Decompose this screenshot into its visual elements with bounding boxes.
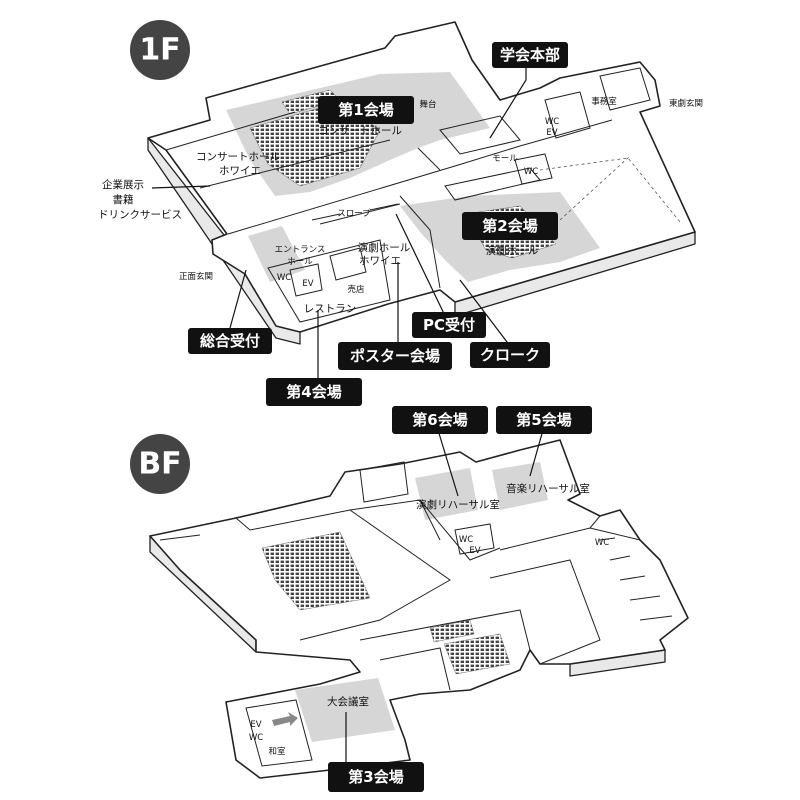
direction-arrow-icon xyxy=(272,712,298,726)
label-theater-rehearsal: 演劇リハーサル室 xyxy=(416,498,500,511)
label-wc-bf-west: WC xyxy=(249,733,263,743)
label-main-entrance: 正面玄関 xyxy=(179,271,213,282)
label-ev-1f-entrance: EV xyxy=(302,279,313,289)
floor-badge-bf: BF xyxy=(130,434,190,494)
label-theater-foyer-2: ホワイエ xyxy=(359,255,401,267)
tag-reception-label: 総合受付 xyxy=(200,332,260,350)
tag-venue-4-label: 第4会場 xyxy=(286,383,341,401)
tag-venue-1: 第1会場 xyxy=(318,96,414,124)
label-entrance-hall-2: ホール xyxy=(287,257,313,267)
label-concert-foyer-1: コンサートホール xyxy=(196,151,280,163)
label-ev-1f-office: EV xyxy=(546,128,557,138)
label-wc-1f-mall: WC xyxy=(524,167,538,177)
floor-bf-labels: 音楽リハーサル室 演劇リハーサル室 WC EV WC 大会議室 EV WC 和室 xyxy=(249,482,609,757)
floor-1f-labels: コンサートホール 舞台 コンサートホール ホワイエ 企業展示 書籍 ドリンクサー… xyxy=(98,96,703,315)
floor-1f-plan xyxy=(147,21,696,345)
tag-pc-reception-label: PC受付 xyxy=(423,316,475,334)
label-stage: 舞台 xyxy=(419,99,436,110)
tag-hq: 学会本部 xyxy=(492,42,568,68)
label-wc-bf-center: WC xyxy=(459,535,473,545)
tag-hq-label: 学会本部 xyxy=(500,46,560,64)
label-wc-1f-office: WC xyxy=(545,117,559,127)
tag-pc-reception: PC受付 xyxy=(412,312,486,338)
entrance-hall-area xyxy=(248,226,305,282)
tag-venue-1-label: 第1会場 xyxy=(338,101,393,119)
label-theater-foyer-1: 演劇ホール xyxy=(358,241,411,254)
tag-cloak-label: クローク xyxy=(480,346,540,364)
label-concert-foyer-2: ホワイエ xyxy=(219,165,261,177)
bf-hall-seats xyxy=(261,531,371,611)
label-japanese-room: 和室 xyxy=(268,746,286,757)
label-wc-1f-entrance: WC xyxy=(277,273,291,283)
tag-venue-2: 第2会場 xyxy=(462,212,558,240)
tag-venue-2-label: 第2会場 xyxy=(482,217,537,235)
tag-venue-4: 第4会場 xyxy=(266,378,362,406)
music-rehearsal-area xyxy=(492,462,548,510)
label-shop: 売店 xyxy=(347,284,365,295)
label-office: 事務室 xyxy=(591,96,617,107)
floor-badge-1f-label: 1F xyxy=(139,33,180,68)
label-slope: スロープ xyxy=(337,209,371,219)
tag-cloak: クローク xyxy=(470,342,550,368)
label-ev-bf-west: EV xyxy=(250,720,261,730)
floor-badge-bf-label: BF xyxy=(138,447,181,482)
label-mall: モール xyxy=(492,154,518,164)
tag-venue-5: 第5会場 xyxy=(496,406,592,434)
label-wc-bf-east: WC xyxy=(595,538,609,548)
floor-bf-plan xyxy=(149,439,689,779)
label-east-entrance: 東劇玄関 xyxy=(669,98,703,109)
tag-venue-3-label: 第3会場 xyxy=(348,768,403,786)
label-music-rehearsal: 音楽リハーサル室 xyxy=(506,482,590,495)
tag-venue-5-label: 第5会場 xyxy=(516,411,571,429)
tag-venue-6-label: 第6会場 xyxy=(412,411,467,429)
label-concert-hall: コンサートホール xyxy=(318,125,402,137)
label-exhibit-2: 書籍 xyxy=(113,193,134,206)
label-exhibit-1: 企業展示 xyxy=(102,178,144,191)
tag-poster-label: ポスター会場 xyxy=(350,347,440,365)
label-restaurant: レストラン xyxy=(304,303,357,315)
tag-venue-6: 第6会場 xyxy=(392,406,488,434)
tag-reception: 総合受付 xyxy=(188,328,272,354)
label-conference-room: 大会議室 xyxy=(327,695,369,708)
theater-rehearsal-area xyxy=(415,468,478,520)
leader-lines xyxy=(229,68,544,770)
label-exhibit-3: ドリンクサービス xyxy=(98,209,182,221)
label-theater-hall: 演劇ホール xyxy=(486,244,539,257)
conference-room-area xyxy=(295,678,395,742)
tag-venue-3: 第3会場 xyxy=(328,762,424,792)
label-entrance-hall-1: エントランス xyxy=(275,245,326,255)
tag-poster: ポスター会場 xyxy=(338,342,452,370)
floor-badge-1f: 1F xyxy=(130,20,190,80)
label-ev-bf-center: EV xyxy=(469,546,480,556)
